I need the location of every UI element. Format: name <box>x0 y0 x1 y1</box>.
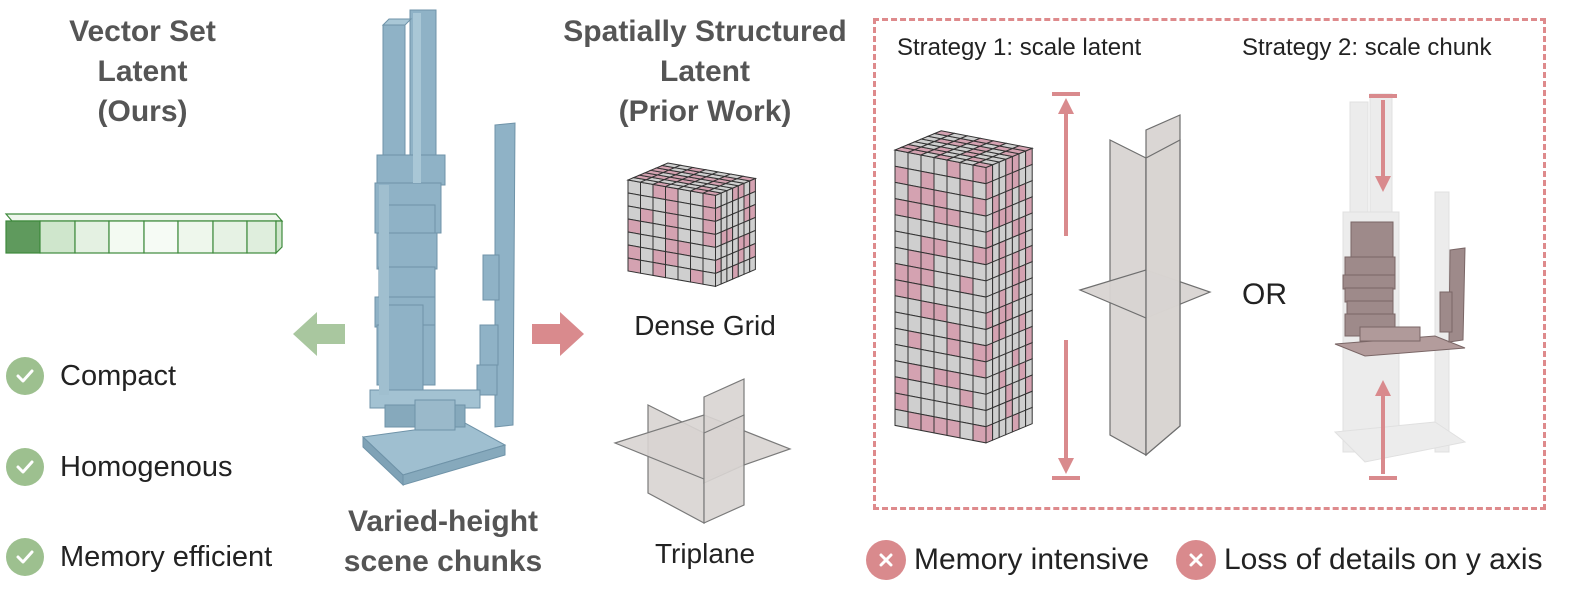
check-icon <box>6 357 44 395</box>
triplane-label: Triplane <box>654 538 756 569</box>
strategy-2-label: Strategy 2: scale chunk <box>1242 34 1492 61</box>
vector-set-title-line-2: Latent <box>97 55 188 88</box>
vector-set-title: Vector Set Latent (Ours) <box>40 12 245 132</box>
drawback-memory-intensive: Memory intensive <box>866 539 1149 581</box>
strategy-1-label: Strategy 1: scale latent <box>897 34 1142 61</box>
arrow-left-icon <box>293 312 345 356</box>
vector-set-title-line-1: Vector Set <box>69 15 216 48</box>
benefit-label: Compact <box>60 359 177 392</box>
check-icon <box>6 538 44 576</box>
scene-chunks-caption-line-2: scene chunks <box>343 545 543 578</box>
cross-icon <box>1176 540 1216 580</box>
drawback-loss-of-details: Loss of details on y axis <box>1176 539 1543 581</box>
benefit-compact: Compact <box>6 356 176 396</box>
vector-set-title-line-3: (Ours) <box>97 95 188 128</box>
vector-set-strip <box>4 213 284 255</box>
dense-grid-label: Dense Grid <box>634 310 776 341</box>
drawback-label: Loss of details on y axis <box>1224 543 1543 576</box>
benefit-memory-efficient: Memory efficient <box>6 537 272 577</box>
scene-chunks-caption-line-1: Varied-height <box>347 505 539 538</box>
cross-icon <box>866 540 906 580</box>
benefit-label: Memory efficient <box>60 540 273 573</box>
prior-work-title: Spatially Structured Latent (Prior Work) <box>540 12 870 132</box>
benefit-label: Homogenous <box>60 450 233 483</box>
tall-grid-cube <box>893 130 1034 444</box>
or-label: OR <box>1242 278 1287 311</box>
scene-chunk-building <box>361 9 516 487</box>
scaled-chunk-building <box>1333 93 1467 480</box>
dense-grid-cube <box>626 162 758 288</box>
benefit-homogenous: Homogenous <box>6 447 233 487</box>
arrow-right-icon <box>532 312 584 356</box>
prior-work-title-line-3: (Prior Work) <box>618 95 792 128</box>
scene-chunks-caption: Varied-height scene chunks <box>318 502 568 582</box>
check-icon <box>6 448 44 486</box>
triplane-icon <box>613 378 792 525</box>
drawback-label: Memory intensive <box>914 543 1150 576</box>
prior-work-title-line-1: Spatially Structured <box>563 15 847 48</box>
scale-height-arrow-icon <box>1052 92 1080 480</box>
prior-work-title-line-2: Latent <box>660 55 750 88</box>
strategies-dashed-box <box>873 18 1546 510</box>
tall-triplane-icon <box>1078 114 1212 457</box>
